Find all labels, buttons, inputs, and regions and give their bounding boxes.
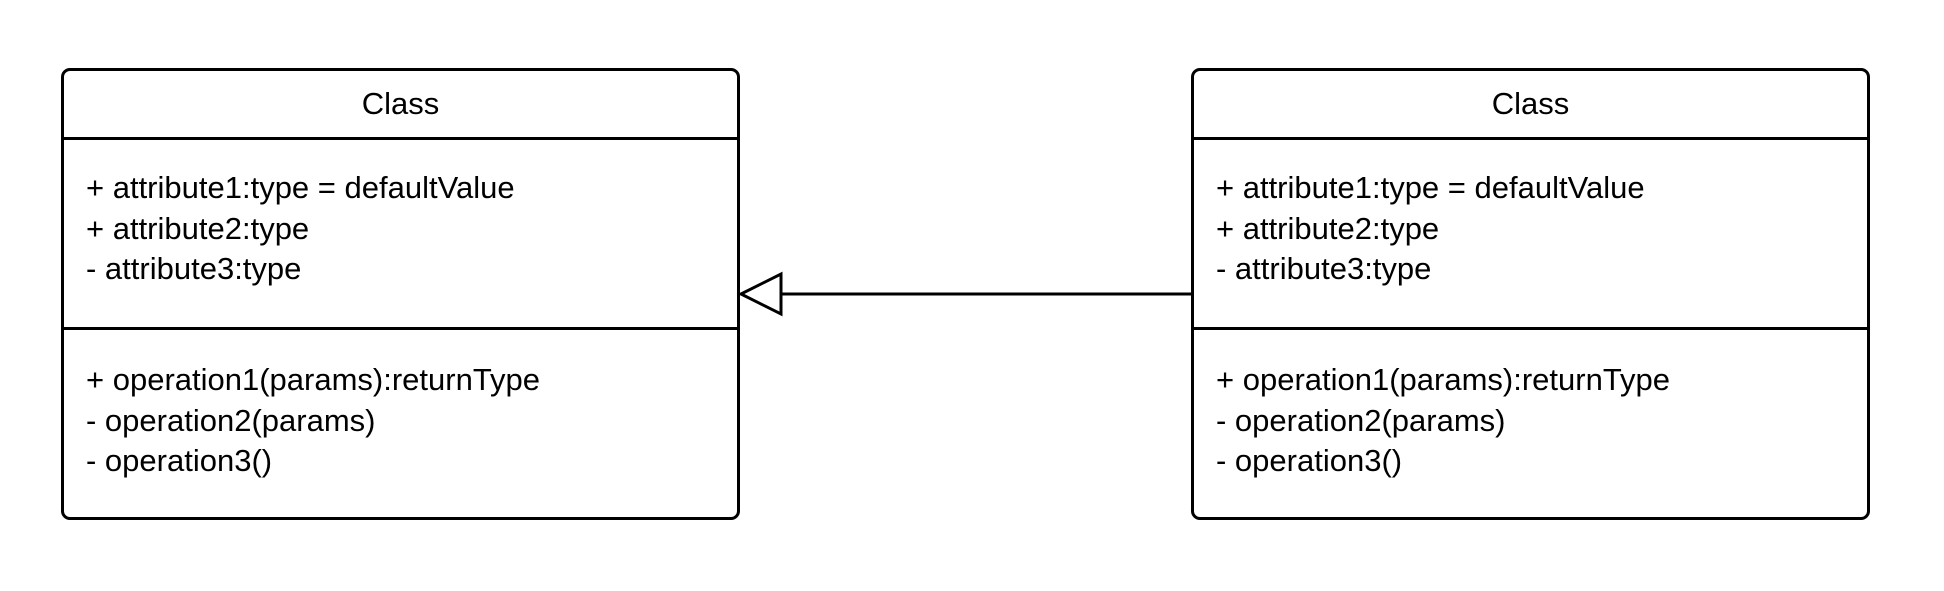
operation-1: + operation1(params):returnType (1216, 362, 1671, 397)
attribute-2: + attribute2:type (1216, 210, 1440, 246)
attributes-compartment: + attribute1:type = defaultValue + attri… (64, 140, 737, 330)
attributes-compartment: + attribute1:type = defaultValue + attri… (1194, 140, 1867, 330)
attribute-3: - attribute3:type (1216, 251, 1432, 286)
attribute-2: + attribute2:type (86, 210, 310, 246)
operation-3: - operation3() (1216, 443, 1403, 478)
hollow-triangle-arrowhead-icon (737, 271, 783, 317)
class-box-parent[interactable]: Class + attribute1:type = defaultValue +… (61, 68, 740, 520)
operations-compartment: + operation1(params):returnType - operat… (64, 330, 737, 517)
operation-3: - operation3() (86, 443, 273, 478)
class-box-child[interactable]: Class + attribute1:type = defaultValue +… (1191, 68, 1870, 520)
operation-2: - operation2(params) (86, 402, 376, 438)
attribute-1: + attribute1:type = defaultValue (1216, 170, 1645, 205)
operations-compartment: + operation1(params):returnType - operat… (1194, 330, 1867, 517)
class-name-compartment: Class (1194, 71, 1867, 140)
attribute-1: + attribute1:type = defaultValue (86, 170, 515, 205)
class-name-compartment: Class (64, 71, 737, 140)
class-name: Class (361, 86, 440, 121)
attribute-3: - attribute3:type (86, 251, 302, 286)
operation-1: + operation1(params):returnType (86, 362, 541, 397)
class-name: Class (1491, 86, 1570, 121)
operation-2: - operation2(params) (1216, 402, 1506, 438)
